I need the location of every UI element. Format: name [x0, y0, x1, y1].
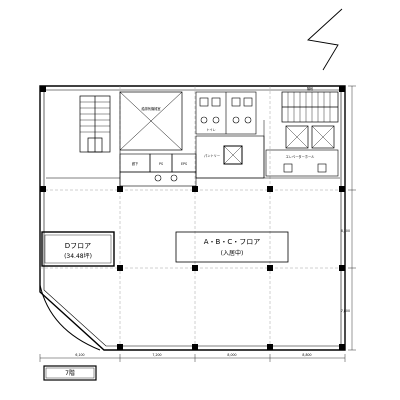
building-outline — [39, 85, 346, 351]
stair-label: 階段 — [307, 86, 314, 91]
elevator-hall-label: エレベーターホール — [286, 154, 315, 159]
service-rooms — [119, 153, 197, 187]
partitions — [46, 120, 340, 190]
dim-right-1: 8,100 — [341, 229, 350, 233]
d-floor-box — [41, 231, 115, 267]
dim-bottom-1: 6,100 — [75, 353, 84, 357]
floor-tag-label: 7階 — [65, 369, 75, 377]
floor-tag-box — [43, 365, 97, 381]
elevator-hall — [265, 149, 339, 177]
north-arrow-icon — [307, 8, 343, 71]
dim-bottom-3: 8,000 — [227, 353, 236, 357]
d-floor-name: Dフロア — [65, 242, 91, 250]
corridor-label: 廊下 — [132, 161, 139, 166]
columns — [40, 86, 345, 350]
dim-right-2: 7,800 — [341, 309, 350, 313]
main-floor-box — [175, 231, 289, 263]
dim-bottom-4: 8,800 — [302, 353, 311, 357]
eps-label: EPS — [181, 162, 187, 166]
pantry-label: パントリー — [204, 153, 220, 158]
machine-room-label: 給排気機械室 — [141, 106, 160, 111]
d-floor-area: (34.48坪) — [64, 252, 92, 260]
bottom-dimension-line — [39, 354, 346, 362]
ps-label: PS — [159, 162, 163, 166]
stair-left — [79, 95, 111, 153]
column-grid — [40, 86, 345, 350]
stair-right — [281, 91, 339, 123]
right-dimension-line — [348, 85, 356, 351]
toilet-block — [195, 91, 257, 135]
machine-room — [119, 91, 183, 151]
main-floor-status: (入居中) — [221, 249, 244, 257]
dim-bottom-2: 7,200 — [152, 353, 161, 357]
toilet-label: トイレ — [206, 128, 216, 132]
elevator-shafts — [285, 125, 335, 149]
main-floor-name: A・B・C・フロア — [204, 238, 260, 246]
